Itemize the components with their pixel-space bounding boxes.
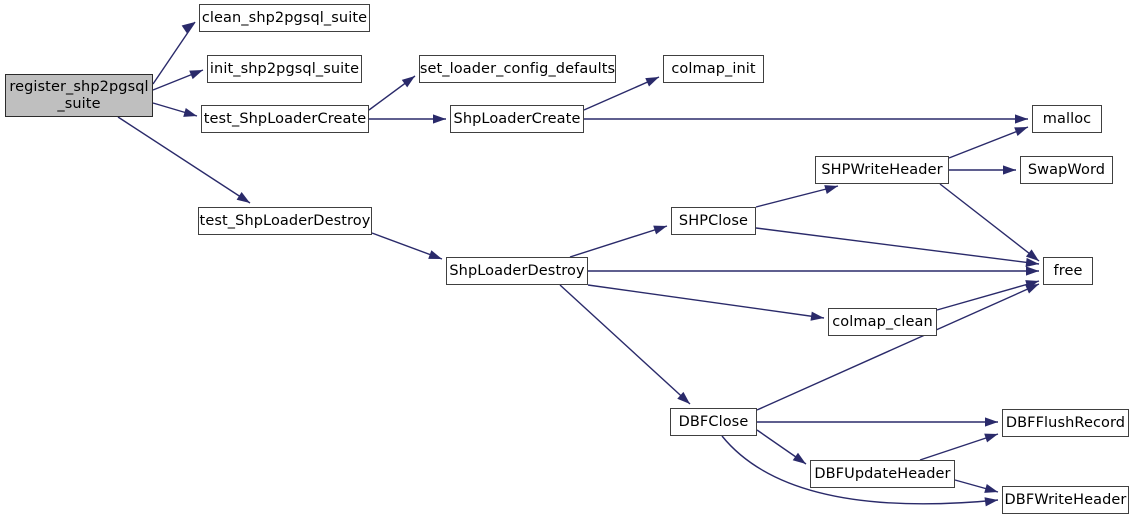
edge-register_shp2pgsql_suite-to-test_ShpLoaderDestroy (117, 116, 251, 204)
arrowhead-ShpLoaderDestroy-to-SHPClose (653, 225, 667, 235)
arrowhead-ShpLoaderDestroy-to-free (1026, 266, 1039, 276)
arrowhead-DBFUpdateHeader-to-DBFFlushRecord (984, 433, 998, 443)
arrowhead-DBFClose-to-DBFWriteHeader (984, 497, 998, 507)
arrowhead-ShpLoaderDestroy-to-DBFClose (677, 391, 690, 404)
node-ShpLoaderDestroy[interactable]: ShpLoaderDestroy (446, 257, 588, 285)
edge-SHPClose-to-free (755, 227, 1040, 265)
arrowhead-register_shp2pgsql_suite-to-init_shp2pgsql_suite (189, 70, 203, 80)
edge-colmap_clean-to-free (936, 280, 1040, 311)
arrowhead-DBFClose-to-DBFUpdateHeader (792, 452, 806, 464)
arrowhead-test_ShpLoaderCreate-to-ShpLoaderCreate (433, 114, 446, 124)
arrowhead-ShpLoaderDestroy-to-colmap_clean (810, 311, 824, 321)
edge-DBFUpdateHeader-to-DBFFlushRecord (919, 433, 999, 461)
edge-SHPClose-to-SHPWriteHeader (755, 185, 839, 208)
node-set_loader_config_defaults[interactable]: set_loader_config_defaults (419, 55, 616, 83)
node-register_shp2pgsql_suite[interactable]: register_shp2pgsql _suite (5, 74, 153, 117)
node-test_ShpLoaderCreate[interactable]: test_ShpLoaderCreate (201, 105, 369, 133)
edge-ShpLoaderDestroy-to-DBFClose (559, 284, 691, 405)
arrowhead-register_shp2pgsql_suite-to-test_ShpLoaderDestroy (236, 192, 250, 203)
arrowhead-SHPClose-to-SHPWriteHeader (824, 185, 838, 195)
arrowhead-register_shp2pgsql_suite-to-clean_shp2pgsql_suite (181, 22, 195, 34)
node-DBFClose[interactable]: DBFClose (670, 408, 757, 436)
node-malloc[interactable]: malloc (1032, 105, 1102, 133)
node-ShpLoaderCreate[interactable]: ShpLoaderCreate (450, 105, 584, 133)
arrowhead-DBFUpdateHeader-to-DBFWriteHeader (984, 483, 998, 493)
edge-ShpLoaderCreate-to-colmap_init (583, 76, 660, 111)
arrowhead-ShpLoaderCreate-to-malloc (1015, 114, 1028, 124)
node-SHPWriteHeader[interactable]: SHPWriteHeader (815, 156, 949, 184)
edge-SHPWriteHeader-to-malloc (948, 126, 1029, 159)
arrowhead-ShpLoaderCreate-to-colmap_init (645, 77, 659, 87)
node-clean_shp2pgsql_suite[interactable]: clean_shp2pgsql_suite (199, 4, 370, 32)
node-DBFFlushRecord[interactable]: DBFFlushRecord (1002, 409, 1129, 437)
node-colmap_init[interactable]: colmap_init (663, 55, 764, 83)
edge-ShpLoaderDestroy-to-SHPClose (569, 225, 668, 258)
edge-SHPWriteHeader-to-free (939, 183, 1040, 262)
edge-ShpLoaderDestroy-to-colmap_clean (587, 284, 825, 319)
arrowhead-test_ShpLoaderCreate-to-set_loader_config_defaults (401, 76, 415, 88)
edge-DBFClose-to-DBFWriteHeader (721, 435, 999, 505)
arrowhead-DBFClose-to-free (1025, 284, 1039, 294)
node-colmap_clean[interactable]: colmap_clean (828, 308, 937, 336)
arrowhead-DBFClose-to-DBFFlushRecord (985, 417, 998, 427)
node-init_shp2pgsql_suite[interactable]: init_shp2pgsql_suite (207, 55, 362, 83)
arrowhead-SHPWriteHeader-to-free (1025, 249, 1039, 261)
node-test_ShpLoaderDestroy[interactable]: test_ShpLoaderDestroy (198, 207, 372, 235)
edge-register_shp2pgsql_suite-to-clean_shp2pgsql_suite (152, 21, 196, 85)
node-free[interactable]: free (1043, 257, 1093, 285)
arrowhead-SHPWriteHeader-to-malloc (1014, 127, 1028, 136)
arrowhead-test_ShpLoaderDestroy-to-ShpLoaderDestroy (428, 250, 442, 259)
arrowhead-SHPWriteHeader-to-SwapWord (1003, 165, 1016, 175)
node-DBFWriteHeader[interactable]: DBFWriteHeader (1002, 486, 1129, 514)
arrowhead-SHPClose-to-free (1025, 257, 1039, 267)
arrowhead-register_shp2pgsql_suite-to-test_ShpLoaderCreate (183, 107, 197, 117)
node-SHPClose[interactable]: SHPClose (671, 207, 756, 235)
node-DBFUpdateHeader[interactable]: DBFUpdateHeader (810, 460, 955, 488)
edge-DBFClose-to-free (756, 283, 1040, 411)
node-SwapWord[interactable]: SwapWord (1020, 156, 1113, 184)
